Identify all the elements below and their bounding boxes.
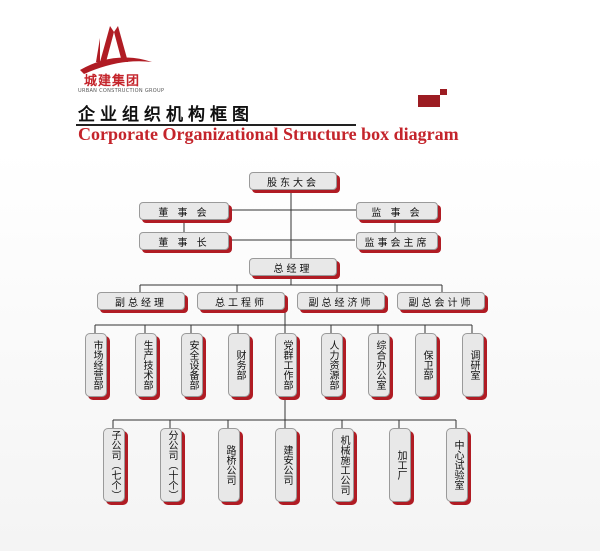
co-central-lab: 中心试验室 (446, 428, 468, 502)
dept-finance: 财务部 (228, 333, 250, 397)
decorative-square (418, 95, 440, 107)
dept-production-technology: 生产技术部 (135, 333, 157, 397)
co-mechanical-construction: 机械施工公司 (332, 428, 354, 502)
dept-market-operations: 市场经营部 (85, 333, 107, 397)
co-road-bridge: 路桥公司 (218, 428, 240, 502)
dept-research-office: 调研室 (462, 333, 484, 397)
general-manager-box: 总经理 (249, 258, 337, 276)
chief-engineer-box: 总工程师 (197, 292, 285, 310)
deputy-gm-box: 副总经理 (97, 292, 185, 310)
co-processing-plant: 加工厂 (389, 428, 411, 502)
chart-title-english: Corporate Organizational Structure box d… (78, 124, 459, 144)
deputy-chief-accountant-box: 副总会计师 (397, 292, 485, 310)
supervisory-board-box: 监 事 会 (356, 202, 438, 220)
dept-general-office: 综合办公室 (368, 333, 390, 397)
dept-safety-equipment: 安全设备部 (181, 333, 203, 397)
co-subsidiaries: 子公司（七个） (103, 428, 125, 502)
deputy-chief-economist-box: 副总经济师 (297, 292, 385, 310)
city-construction-logo (80, 26, 152, 74)
co-branch-companies: 分公司（十个） (160, 428, 182, 502)
logo-company-name: 城建集团 (84, 74, 141, 89)
co-construction-install: 建安公司 (275, 428, 297, 502)
shareholders-meeting-box: 股东大会 (249, 172, 337, 190)
decorative-square-small (440, 89, 447, 95)
dept-party-mass-work: 党群工作部 (275, 333, 297, 397)
chart-title-chinese: 企业组织机构框图 (78, 105, 254, 125)
title-divider (76, 124, 356, 126)
dept-security: 保卫部 (415, 333, 437, 397)
logo-subtitle: URBAN CONSTRUCTION GROUP (78, 88, 165, 94)
chairman-box: 董 事 长 (139, 232, 229, 250)
board-of-directors-box: 董 事 会 (139, 202, 229, 220)
chief-supervisor-box: 监事会主席 (356, 232, 438, 250)
dept-human-resources: 人力资源部 (321, 333, 343, 397)
